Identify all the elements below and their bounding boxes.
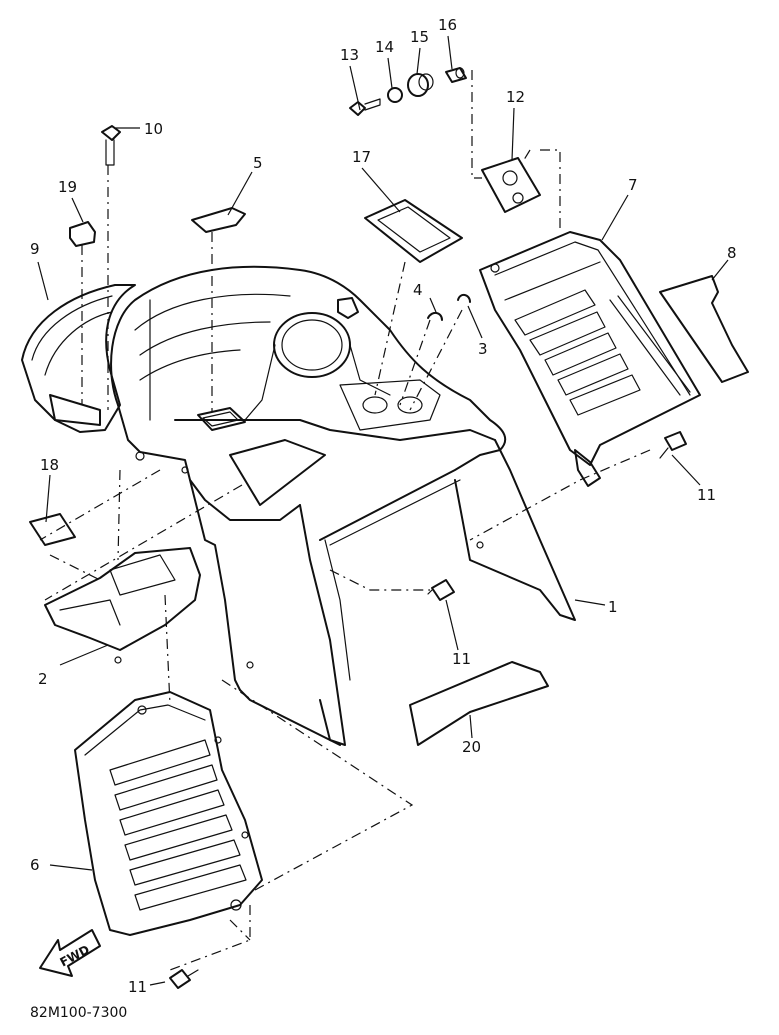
collar-part-16 [445, 67, 467, 83]
leader-lines [39, 70, 651, 971]
callout-8: 8 [727, 244, 737, 262]
fwd-arrow-icon: FWD [39, 929, 101, 977]
callout-5: 5 [253, 154, 263, 172]
side-cover-part-7 [479, 231, 701, 487]
callout-7: 7 [628, 176, 638, 194]
side-cover-part-6 [74, 691, 263, 936]
callout-19: 19 [58, 178, 77, 196]
grommet-part-19 [69, 221, 96, 247]
callout-15: 15 [410, 28, 429, 46]
callout-2: 2 [38, 670, 48, 688]
callout-6: 6 [30, 856, 40, 874]
clip-part-4 [427, 312, 443, 321]
screw-part-11-a [659, 431, 687, 459]
pad-part-17 [364, 199, 463, 263]
clip-part-5 [191, 207, 246, 233]
strip-part-8 [659, 275, 749, 383]
socket-part-12 [481, 157, 541, 213]
callout-leaders [37, 35, 729, 986]
clip-part-3 [457, 294, 471, 303]
bolt-part-10 [101, 125, 121, 166]
callout-14: 14 [375, 38, 394, 56]
callout-9: 9 [30, 240, 40, 258]
callout-12: 12 [506, 88, 525, 106]
callout-labels: 1 2 3 4 5 6 7 8 9 10 11 11 11 12 13 14 1… [30, 16, 737, 996]
callout-11-c: 11 [128, 978, 147, 996]
drawing-code: 82M100-7300 [30, 1005, 127, 1021]
callout-11-a: 11 [697, 486, 716, 504]
bolt-part-13 [349, 98, 381, 116]
callout-3: 3 [478, 340, 488, 358]
callout-16: 16 [438, 16, 457, 34]
trim-part-20 [409, 661, 549, 746]
tray-part-2 [44, 547, 201, 664]
fwd-label: FWD [58, 942, 92, 969]
screw-part-11-c [169, 969, 199, 989]
callout-10: 10 [144, 120, 163, 138]
callout-20: 20 [462, 738, 481, 756]
grommet-part-15 [407, 73, 434, 97]
screw-part-11-b [427, 579, 455, 601]
front-cowl-part-1 [110, 265, 576, 746]
washer-part-14 [387, 87, 403, 103]
label-part-18 [29, 513, 76, 546]
callout-17: 17 [352, 148, 371, 166]
callout-11-b: 11 [452, 650, 471, 668]
callout-18: 18 [40, 456, 59, 474]
callout-4: 4 [413, 281, 423, 299]
callout-1: 1 [608, 598, 618, 616]
callout-13: 13 [340, 46, 359, 64]
side-cover-part-9 [21, 284, 136, 433]
